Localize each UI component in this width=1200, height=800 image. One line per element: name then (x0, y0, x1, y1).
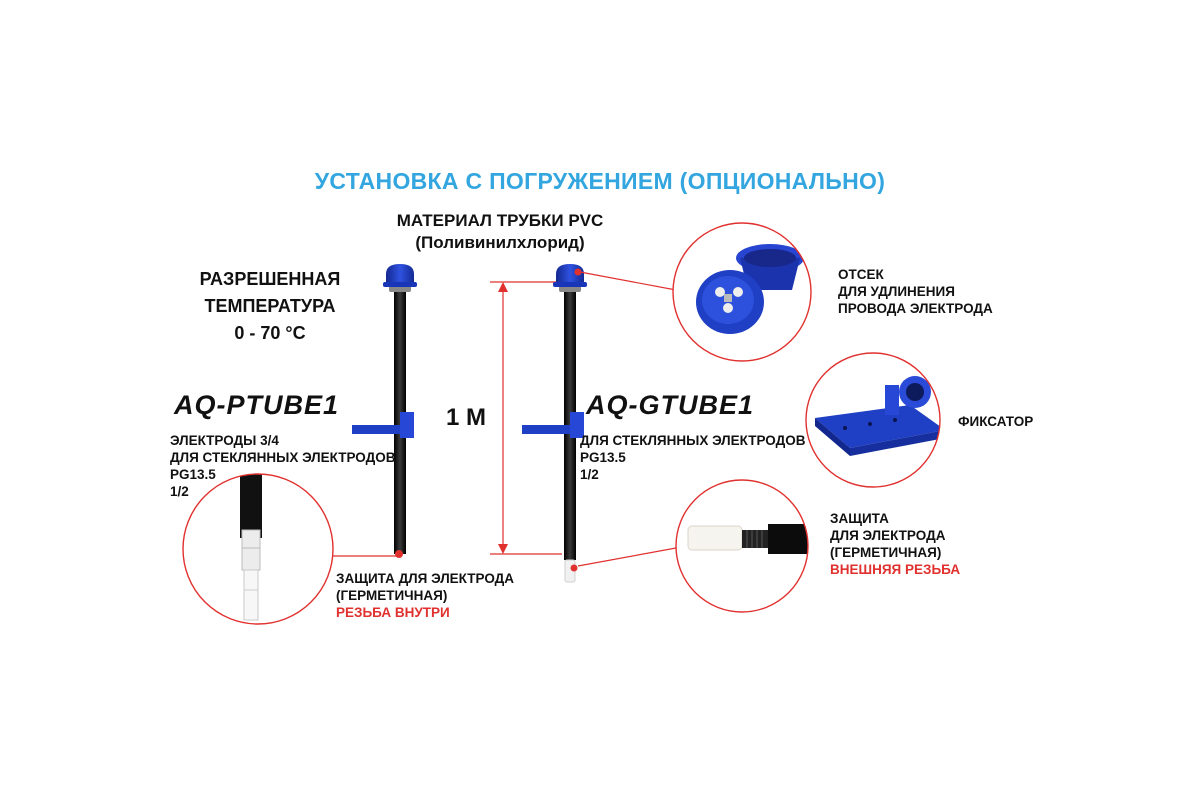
ptube-spec-line3: PG13.5 (170, 467, 216, 482)
ptube-spec-line2: ДЛЯ СТЕКЛЯННЫХ ЭЛЕКТРОДОВ (170, 450, 396, 465)
page-title: УСТАНОВКА С ПОГРУЖЕНИЕМ (ОПЦИОНАЛЬНО) (314, 168, 886, 194)
ptube-bottom-dot (395, 550, 403, 558)
gtube-thread: ВНЕШНЯЯ РЕЗЬБА (830, 562, 961, 577)
ptube-protection-line1: ЗАЩИТА ДЛЯ ЭЛЕКТРОДА (336, 571, 515, 586)
ptube-thread: РЕЗЬБА ВНУТРИ (336, 605, 450, 620)
clamp-closeup (805, 352, 941, 488)
compartment-label: ОТСЕК ДЛЯ УДЛИНЕНИЯ ПРОВОДА ЭЛЕКТРОДА (838, 266, 993, 317)
compartment-line1: ОТСЕК (838, 267, 884, 282)
material-line2: (Поливинилхлорид) (415, 233, 585, 252)
clamp-label: ФИКСАТОР (958, 414, 1034, 429)
length-dimension (490, 281, 562, 555)
ptube-model: AQ-PTUBE1 (174, 390, 340, 420)
gtube-protection-closeup (675, 479, 809, 613)
gtube-spec-line1: ДЛЯ СТЕКЛЯННЫХ ЭЛЕКТРОДОВ (580, 433, 806, 448)
ptube-protection-label: ЗАЩИТА ДЛЯ ЭЛЕКТРОДА (ГЕРМЕТИЧНАЯ) РЕЗЬБ… (336, 570, 514, 621)
compartment-closeup (672, 222, 812, 362)
material-label: МАТЕРИАЛ ТРУБКИ PVC (Поливинилхлорид) (360, 210, 640, 254)
compartment-line3: ПРОВОДА ЭЛЕКТРОДА (838, 301, 993, 316)
gtube-protection-line3: (ГЕРМЕТИЧНАЯ) (830, 545, 942, 560)
compartment-line2: ДЛЯ УДЛИНЕНИЯ (838, 284, 955, 299)
callout-lines (332, 271, 677, 567)
ptube-spec-line1: ЭЛЕКТРОДЫ 3/4 (170, 433, 279, 448)
ptube-protection-closeup (182, 473, 334, 625)
gtube-spec-line3: 1/2 (580, 467, 599, 482)
ptube-spec-line4: 1/2 (170, 484, 189, 499)
gtube-spec-line2: PG13.5 (580, 450, 626, 465)
material-line1: МАТЕРИАЛ ТРУБКИ PVC (396, 211, 604, 230)
gtube-tube (522, 264, 587, 583)
gtube-protection-line2: ДЛЯ ЭЛЕКТРОДА (830, 528, 946, 543)
temperature-line2: ТЕМПЕРАТУРА (204, 296, 336, 316)
temperature-range: 0 - 70 °C (234, 323, 306, 343)
gtube-model: AQ-GTUBE1 (586, 390, 755, 420)
gtube-protection-label: ЗАЩИТА ДЛЯ ЭЛЕКТРОДА (ГЕРМЕТИЧНАЯ) ВНЕШН… (830, 510, 960, 578)
ptube-protection-line2: (ГЕРМЕТИЧНАЯ) (336, 588, 448, 603)
ptube-tube (352, 264, 417, 558)
gtube-protection-line1: ЗАЩИТА (830, 511, 889, 526)
temperature-line1: РАЗРЕШЕННАЯ (199, 269, 341, 289)
ptube-spec: ЭЛЕКТРОДЫ 3/4 ДЛЯ СТЕКЛЯННЫХ ЭЛЕКТРОДОВ … (170, 432, 396, 500)
temperature-label: РАЗРЕШЕННАЯ ТЕМПЕРАТУРА 0 - 70 °C (180, 266, 360, 347)
gtube-spec: ДЛЯ СТЕКЛЯННЫХ ЭЛЕКТРОДОВ PG13.5 1/2 (580, 432, 806, 483)
length-label: 1 М (446, 404, 487, 431)
